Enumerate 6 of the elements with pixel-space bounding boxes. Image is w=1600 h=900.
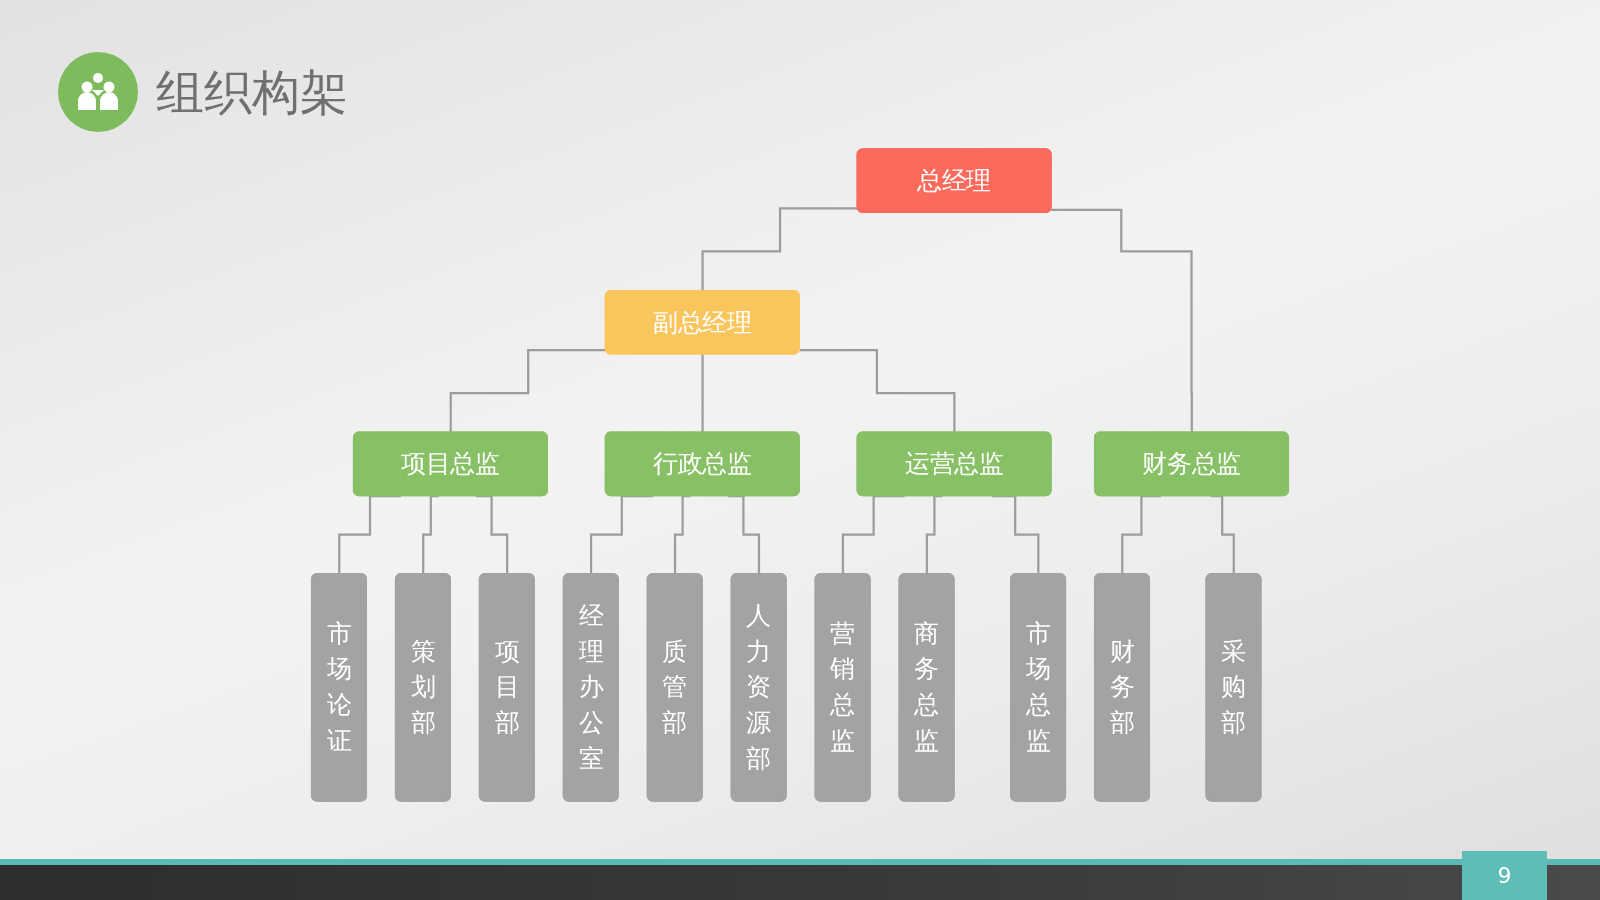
connector xyxy=(701,353,704,434)
connector xyxy=(799,348,956,434)
page-number: 9 xyxy=(1462,851,1547,900)
connector xyxy=(1051,208,1194,434)
connector xyxy=(449,348,606,434)
slide-title: 组织构架 xyxy=(156,65,348,119)
